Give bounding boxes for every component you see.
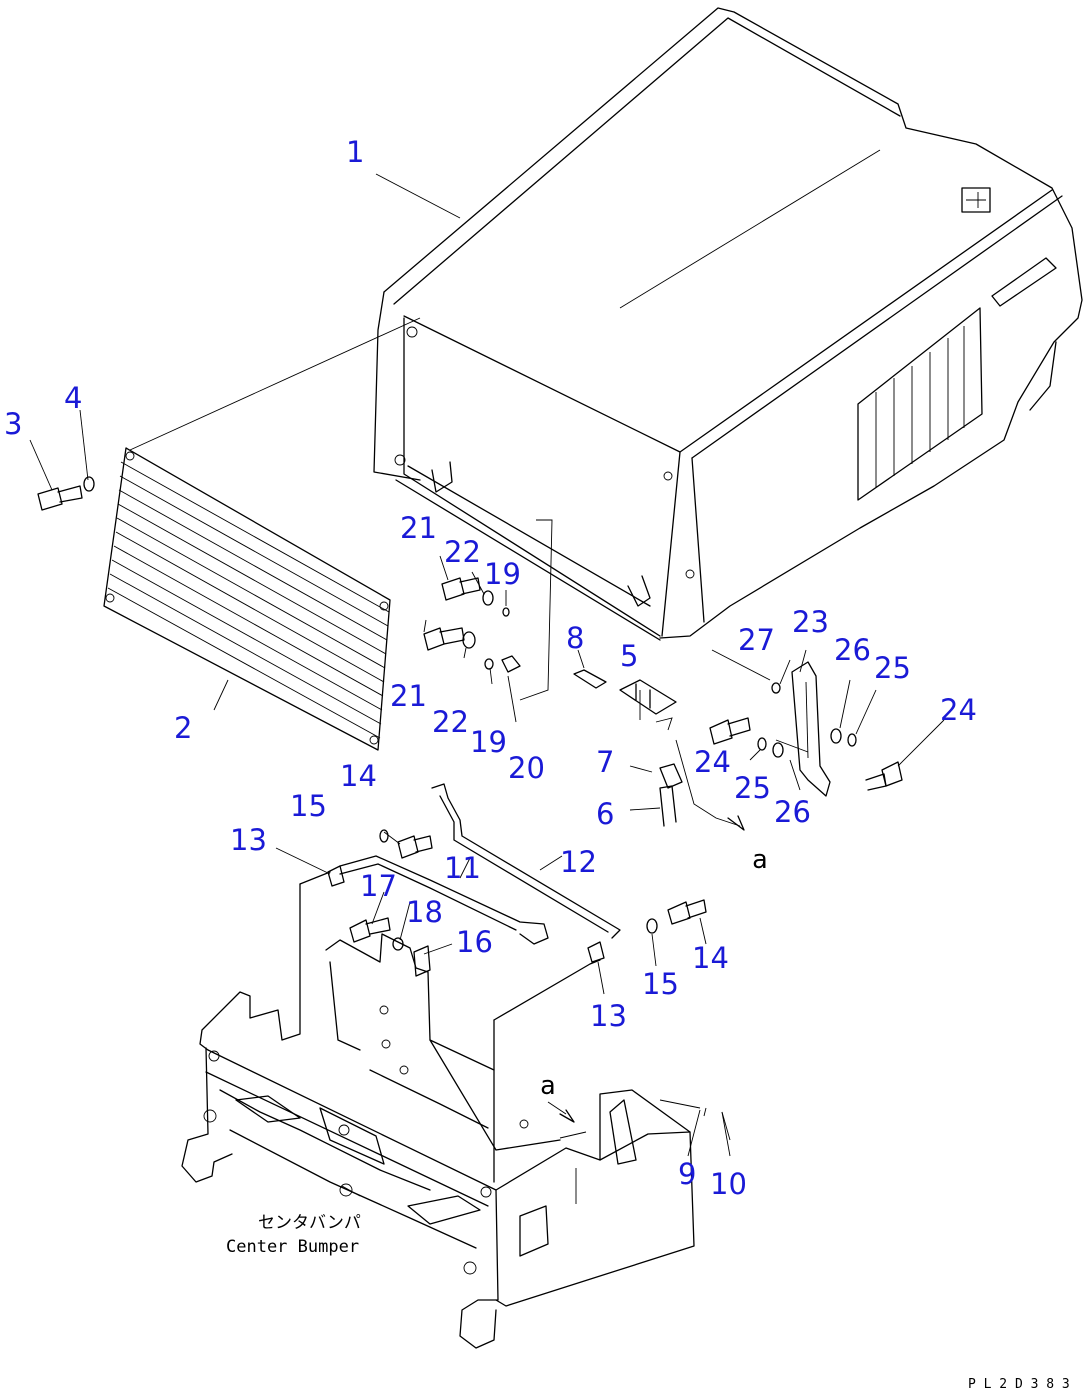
- callout-14-left: 14: [340, 759, 377, 793]
- bolts-24: [709, 717, 903, 791]
- center-bumper-frame: [181, 871, 731, 1349]
- callout-25-upper: 25: [874, 651, 911, 685]
- callout-13-right: 13: [590, 999, 627, 1033]
- center-bumper-label-jp: センタバンパ: [258, 1213, 361, 1233]
- callout-6: 6: [596, 797, 614, 831]
- callout-11: 11: [444, 851, 481, 885]
- figure-code: P L 2 D 3 8 3: [968, 1377, 1070, 1392]
- callout-24-right: 24: [940, 693, 977, 727]
- callout-21-lower: 21: [390, 679, 427, 713]
- callout-18: 18: [406, 895, 443, 929]
- reference-mark-a-lower: a: [540, 1071, 556, 1101]
- latch-assembly: [573, 669, 745, 831]
- bracket-5-line: [519, 519, 553, 701]
- callout-5: 5: [620, 639, 638, 673]
- callout-9: 9: [678, 1157, 696, 1191]
- callout-26-lower: 26: [774, 795, 811, 829]
- hardware-13-14-15: [327, 829, 707, 963]
- callout-23: 23: [792, 605, 829, 639]
- callout-17: 17: [360, 869, 397, 903]
- rod-11: [339, 855, 549, 945]
- reference-mark-a-upper: a: [752, 845, 768, 875]
- callout-27: 27: [738, 623, 775, 657]
- washers-25-26-27: [757, 682, 857, 758]
- callout-22-lower: 22: [432, 705, 469, 739]
- latch-bracket-23: [791, 661, 831, 797]
- hardware-16-17-18: [349, 917, 431, 977]
- callout-19-lower: 19: [470, 725, 507, 759]
- bolt-3: [37, 485, 83, 511]
- callout-4: 4: [64, 381, 82, 415]
- callout-16: 16: [456, 925, 493, 959]
- callout-26-upper: 26: [834, 633, 871, 667]
- callout-24-left: 24: [694, 745, 731, 779]
- callout-15-left: 15: [290, 789, 327, 823]
- callout-1: 1: [346, 135, 364, 169]
- callout-14-right: 14: [692, 941, 729, 975]
- callout-numbers: 1 2 3 4 5 6 7 8 9 10 11 12 13 13 14 14 1…: [4, 135, 977, 1201]
- center-bumper-label-en: Center Bumper: [226, 1237, 359, 1257]
- callout-19-upper: 19: [484, 557, 521, 591]
- rod-12: [431, 783, 621, 939]
- front-grille: [103, 447, 391, 751]
- callout-25-lower: 25: [734, 771, 771, 805]
- callout-13-left: 13: [230, 823, 267, 857]
- callout-2: 2: [174, 711, 192, 745]
- washer-4: [83, 476, 95, 492]
- callout-7: 7: [596, 745, 614, 779]
- callout-10: 10: [710, 1167, 747, 1201]
- leader-lines: [29, 173, 945, 1197]
- hood-cover: [373, 7, 1083, 641]
- callout-8: 8: [566, 621, 584, 655]
- callout-21-upper: 21: [400, 511, 437, 545]
- callout-20: 20: [508, 751, 545, 785]
- callout-3: 3: [4, 407, 22, 441]
- callout-22-upper: 22: [444, 535, 481, 569]
- callout-12: 12: [560, 845, 597, 879]
- callout-15-right: 15: [642, 967, 679, 1001]
